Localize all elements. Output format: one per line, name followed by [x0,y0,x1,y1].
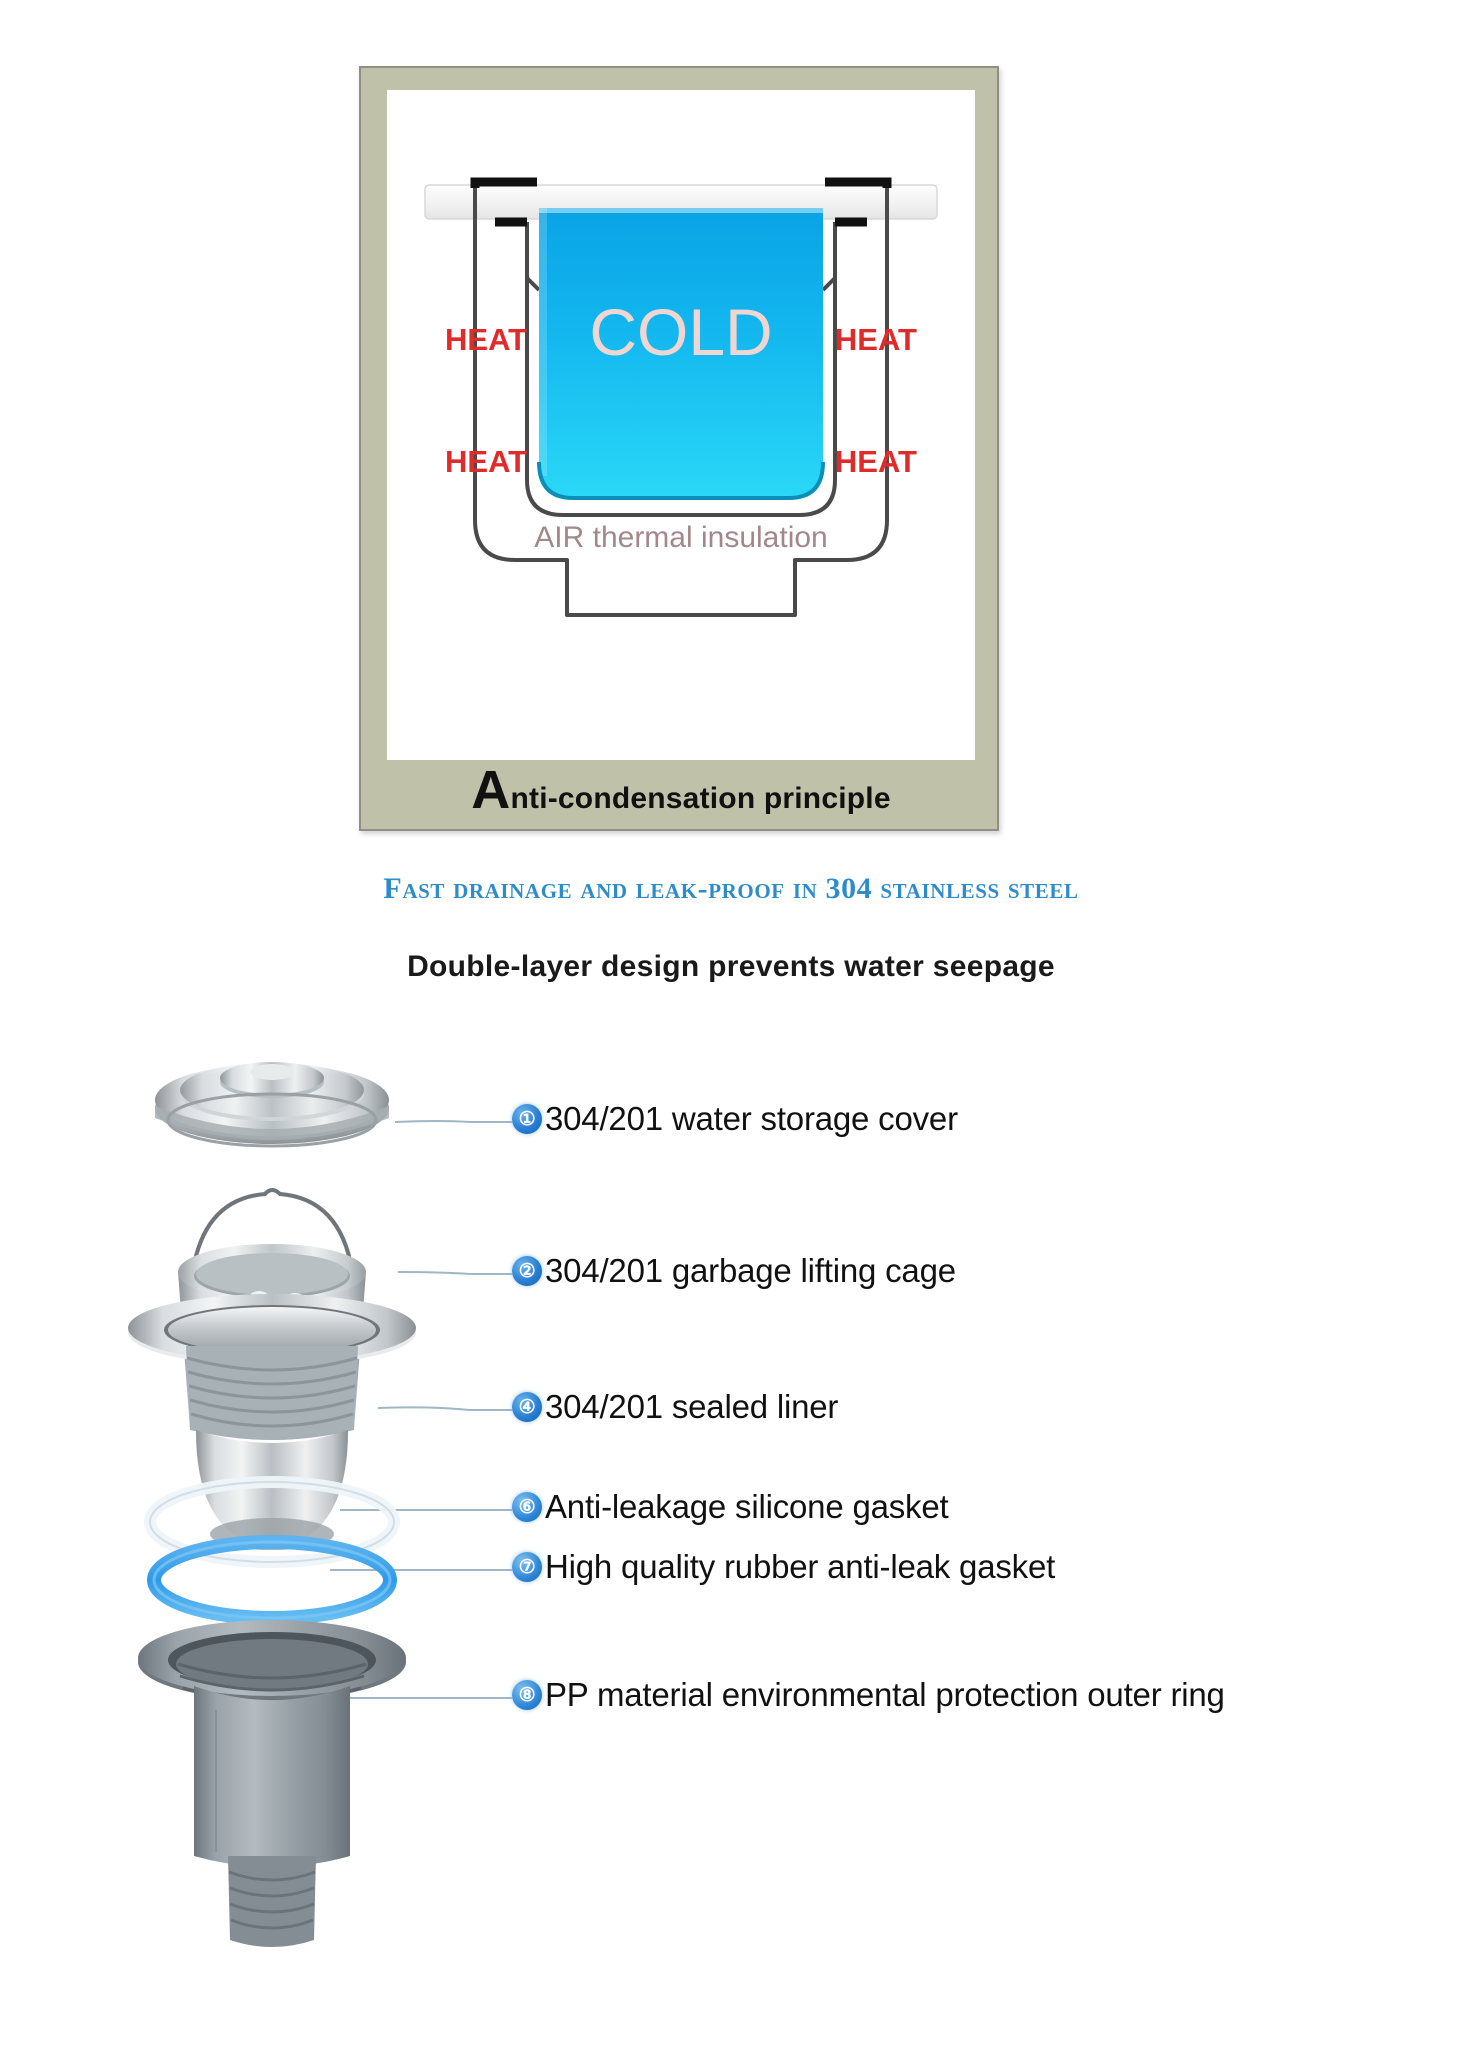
part-label-text-8: PP material environmental protection out… [545,1676,1225,1713]
caption-initial: A [471,760,511,820]
part-label-6: ⑥ Anti-leakage silicone gasket [512,1488,949,1526]
part-label-text-6: Anti-leakage silicone gasket [545,1488,949,1525]
heat-label-bottom-left: HEAT [445,444,527,479]
insulation-label: AIR thermal insulation [534,521,827,554]
part-rubber-gasket [147,1535,397,1625]
bullet-icon-8: ⑧ [512,1680,542,1710]
part-silicone-gasket [144,1476,400,1568]
part-sealed-liner [128,1294,416,1550]
vacuum-vessel-illustration: COLD AIR thermal insulation HEAT HEAT HE… [424,177,938,617]
anti-condensation-diagram-section: COLD AIR thermal insulation HEAT HEAT HE… [0,0,1462,840]
heat-label-top-right: HEAT [835,322,917,357]
leader-lines [330,1120,512,1699]
caption-rest: nti-condensation principle [510,782,891,815]
bullet-icon-4: ④ [512,1392,542,1422]
heat-label-bottom-right: HEAT [835,444,917,479]
part-water-storage-cover [155,1062,389,1148]
bullet-icon-7: ⑦ [512,1552,542,1582]
part-label-text-2: 304/201 garbage lifting cage [545,1252,956,1289]
part-label-text-1: 304/201 water storage cover [545,1100,958,1137]
part-pp-outer-ring [138,1620,406,1947]
diagram-canvas: COLD AIR thermal insulation HEAT HEAT HE… [387,90,975,760]
diagram-frame: COLD AIR thermal insulation HEAT HEAT HE… [359,66,999,831]
part-label-text-4: 304/201 sealed liner [545,1388,839,1425]
part-label-7: ⑦ High quality rubber anti-leak gasket [512,1548,1055,1586]
exploded-parts-artwork [128,1062,416,1947]
cold-label: COLD [589,295,772,369]
headline: Fast drainage and leak-proof in 304 stai… [383,872,1079,905]
part-label-8: ⑧ PP material environmental protection o… [512,1676,1225,1714]
part-label-4: ④ 304/201 sealed liner [512,1388,838,1426]
part-label-2: ② 304/201 garbage lifting cage [512,1252,956,1290]
part-label-1: ① 304/201 water storage cover [512,1100,958,1138]
bullet-icon-6: ⑥ [512,1492,542,1522]
exploded-product-section: ① 304/201 water storage cover ② 304/201 … [0,1010,1462,2040]
bullet-icon-1: ① [512,1104,542,1134]
subtitle: Double-layer design prevents water seepa… [407,950,1055,983]
diagram-caption: Anti-condensation principle [361,763,1001,830]
part-label-text-7: High quality rubber anti-leak gasket [545,1548,1056,1585]
bullet-icon-2: ② [512,1256,542,1286]
heat-label-top-left: HEAT [445,322,527,357]
